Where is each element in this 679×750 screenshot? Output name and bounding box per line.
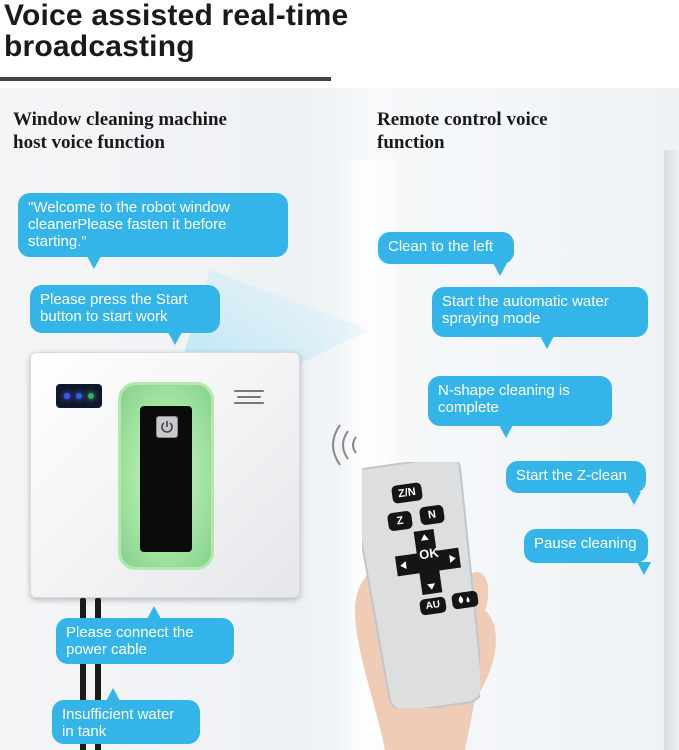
z-mode-label: Z bbox=[395, 514, 405, 528]
page-title: Voice assisted real-time broadcasting bbox=[4, 0, 348, 62]
bubble-welcome-text: "Welcome to the robot window cleanerPlea… bbox=[28, 199, 230, 250]
safety-rope bbox=[95, 598, 101, 750]
title-underline bbox=[0, 77, 331, 81]
title-line-1: Voice assisted real-time bbox=[4, 0, 349, 32]
power-icon bbox=[161, 421, 173, 433]
n-mode-button[interactable]: N bbox=[418, 504, 446, 526]
host-heading-line-2: host voice function bbox=[13, 132, 165, 153]
bubble-clean-left: Clean to the left bbox=[378, 232, 514, 276]
bubble-n-shape-complete: N-shape cleaning is complete bbox=[428, 376, 612, 438]
window-frame bbox=[664, 150, 679, 750]
window-cleaning-robot bbox=[30, 352, 300, 598]
bubble-connect-power: Please connect the power cable bbox=[56, 606, 234, 664]
bubble-water-low-text: Insufficient water in tank bbox=[62, 706, 175, 740]
remote-control[interactable] bbox=[362, 462, 480, 708]
direction-pad[interactable] bbox=[392, 526, 464, 598]
bubble-connect-power-text: Please connect the power cable bbox=[66, 624, 194, 658]
remote-heading-line-2: function bbox=[377, 132, 445, 153]
bubble-z-clean-text: Start the Z-clean bbox=[516, 467, 627, 484]
remote-heading-line-1: Remote control voice bbox=[377, 109, 548, 130]
arrow-right-icon bbox=[449, 554, 456, 563]
arrow-up-icon bbox=[420, 534, 429, 541]
ok-label: OK bbox=[418, 544, 440, 563]
bubble-press-start-text: Please press the Start button to start w… bbox=[40, 291, 188, 325]
arrow-down-icon bbox=[427, 583, 436, 590]
auto-spray-label: AU bbox=[425, 599, 441, 612]
water-drop-icon bbox=[458, 595, 470, 604]
host-voice-heading: Window cleaning machine host voice funct… bbox=[13, 108, 227, 154]
zn-mode-label: Z/N bbox=[397, 485, 417, 501]
remote-voice-heading: Remote control voice function bbox=[377, 108, 548, 154]
bubble-water-spray: Start the automatic water spraying mode bbox=[432, 287, 648, 349]
water-button[interactable] bbox=[451, 590, 479, 610]
z-mode-button[interactable]: Z bbox=[386, 510, 414, 532]
bubble-z-clean: Start the Z-clean bbox=[506, 461, 646, 505]
bubble-pause: Pause cleaning bbox=[524, 529, 651, 575]
title-line-2: broadcasting bbox=[4, 30, 195, 63]
bubble-press-start: Please press the Start button to start w… bbox=[30, 285, 220, 345]
power-button[interactable] bbox=[156, 416, 178, 438]
power-cable bbox=[80, 598, 86, 750]
signal-waves-icon bbox=[332, 424, 357, 466]
bubble-pause-text: Pause cleaning bbox=[534, 535, 637, 552]
host-heading-line-1: Window cleaning machine bbox=[13, 109, 227, 130]
speaker-grille bbox=[234, 390, 264, 408]
arrow-left-icon bbox=[400, 561, 407, 570]
led-indicator bbox=[56, 384, 102, 408]
bubble-water-low: Insufficient water in tank bbox=[52, 688, 200, 744]
title-band bbox=[0, 0, 679, 88]
bubble-welcome: "Welcome to the robot window cleanerPlea… bbox=[18, 193, 288, 269]
bubble-water-spray-text: Start the automatic water spraying mode bbox=[442, 293, 609, 327]
bubble-n-shape-complete-text: N-shape cleaning is complete bbox=[438, 382, 570, 416]
bubble-clean-left-text: Clean to the left bbox=[388, 238, 494, 255]
n-mode-label: N bbox=[427, 508, 437, 522]
ok-button[interactable]: OK bbox=[417, 544, 441, 565]
